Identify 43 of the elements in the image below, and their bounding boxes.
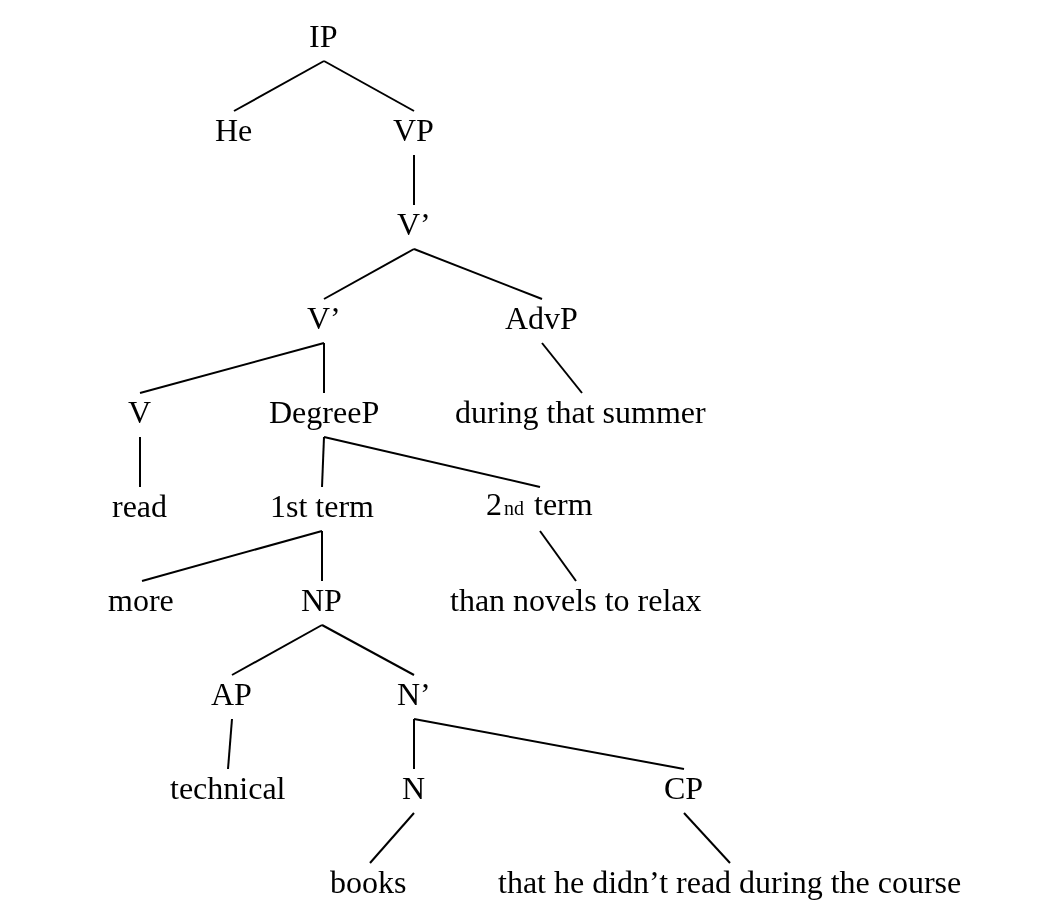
node-text: NP [301, 581, 342, 618]
node-text: V’ [307, 299, 341, 336]
node-text: technical [170, 769, 286, 806]
node-text: books [330, 863, 407, 900]
node-text: V [128, 393, 152, 430]
connector [413, 153, 415, 206]
connector [323, 435, 541, 488]
connector [369, 811, 415, 864]
node-text: He [215, 111, 253, 148]
node-text: N’ [397, 675, 431, 712]
node-text: 2nd term [486, 485, 593, 522]
node-text: CP [664, 769, 704, 806]
node-text: 1st term [270, 487, 374, 524]
node-text: VP [393, 111, 434, 148]
connector [321, 435, 325, 488]
connector [539, 529, 577, 582]
connector [139, 341, 325, 394]
connector [321, 623, 415, 676]
connector [683, 811, 731, 864]
node-text: more [108, 581, 174, 618]
connector [413, 247, 543, 300]
node-text: N [402, 769, 426, 806]
connector [233, 59, 325, 112]
node-text: DegreeP [269, 393, 380, 430]
connector [413, 717, 415, 770]
node-text: V’ [397, 205, 431, 242]
node-text: that he didn’t read during the course [498, 863, 962, 900]
connector [139, 435, 141, 488]
node-text: AdvP [505, 299, 578, 336]
connector [541, 341, 583, 394]
connector [323, 341, 325, 394]
node-text: during that summer [455, 393, 706, 430]
node-text: than novels to relax [450, 581, 702, 618]
connector [323, 247, 415, 300]
node-text: read [112, 487, 168, 524]
connector [323, 59, 415, 112]
connector [321, 529, 323, 582]
connector [413, 717, 685, 770]
connector [141, 529, 323, 582]
connector [227, 717, 233, 770]
node-text: AP [211, 675, 252, 712]
connector [231, 623, 323, 676]
node-text: IP [309, 17, 338, 54]
